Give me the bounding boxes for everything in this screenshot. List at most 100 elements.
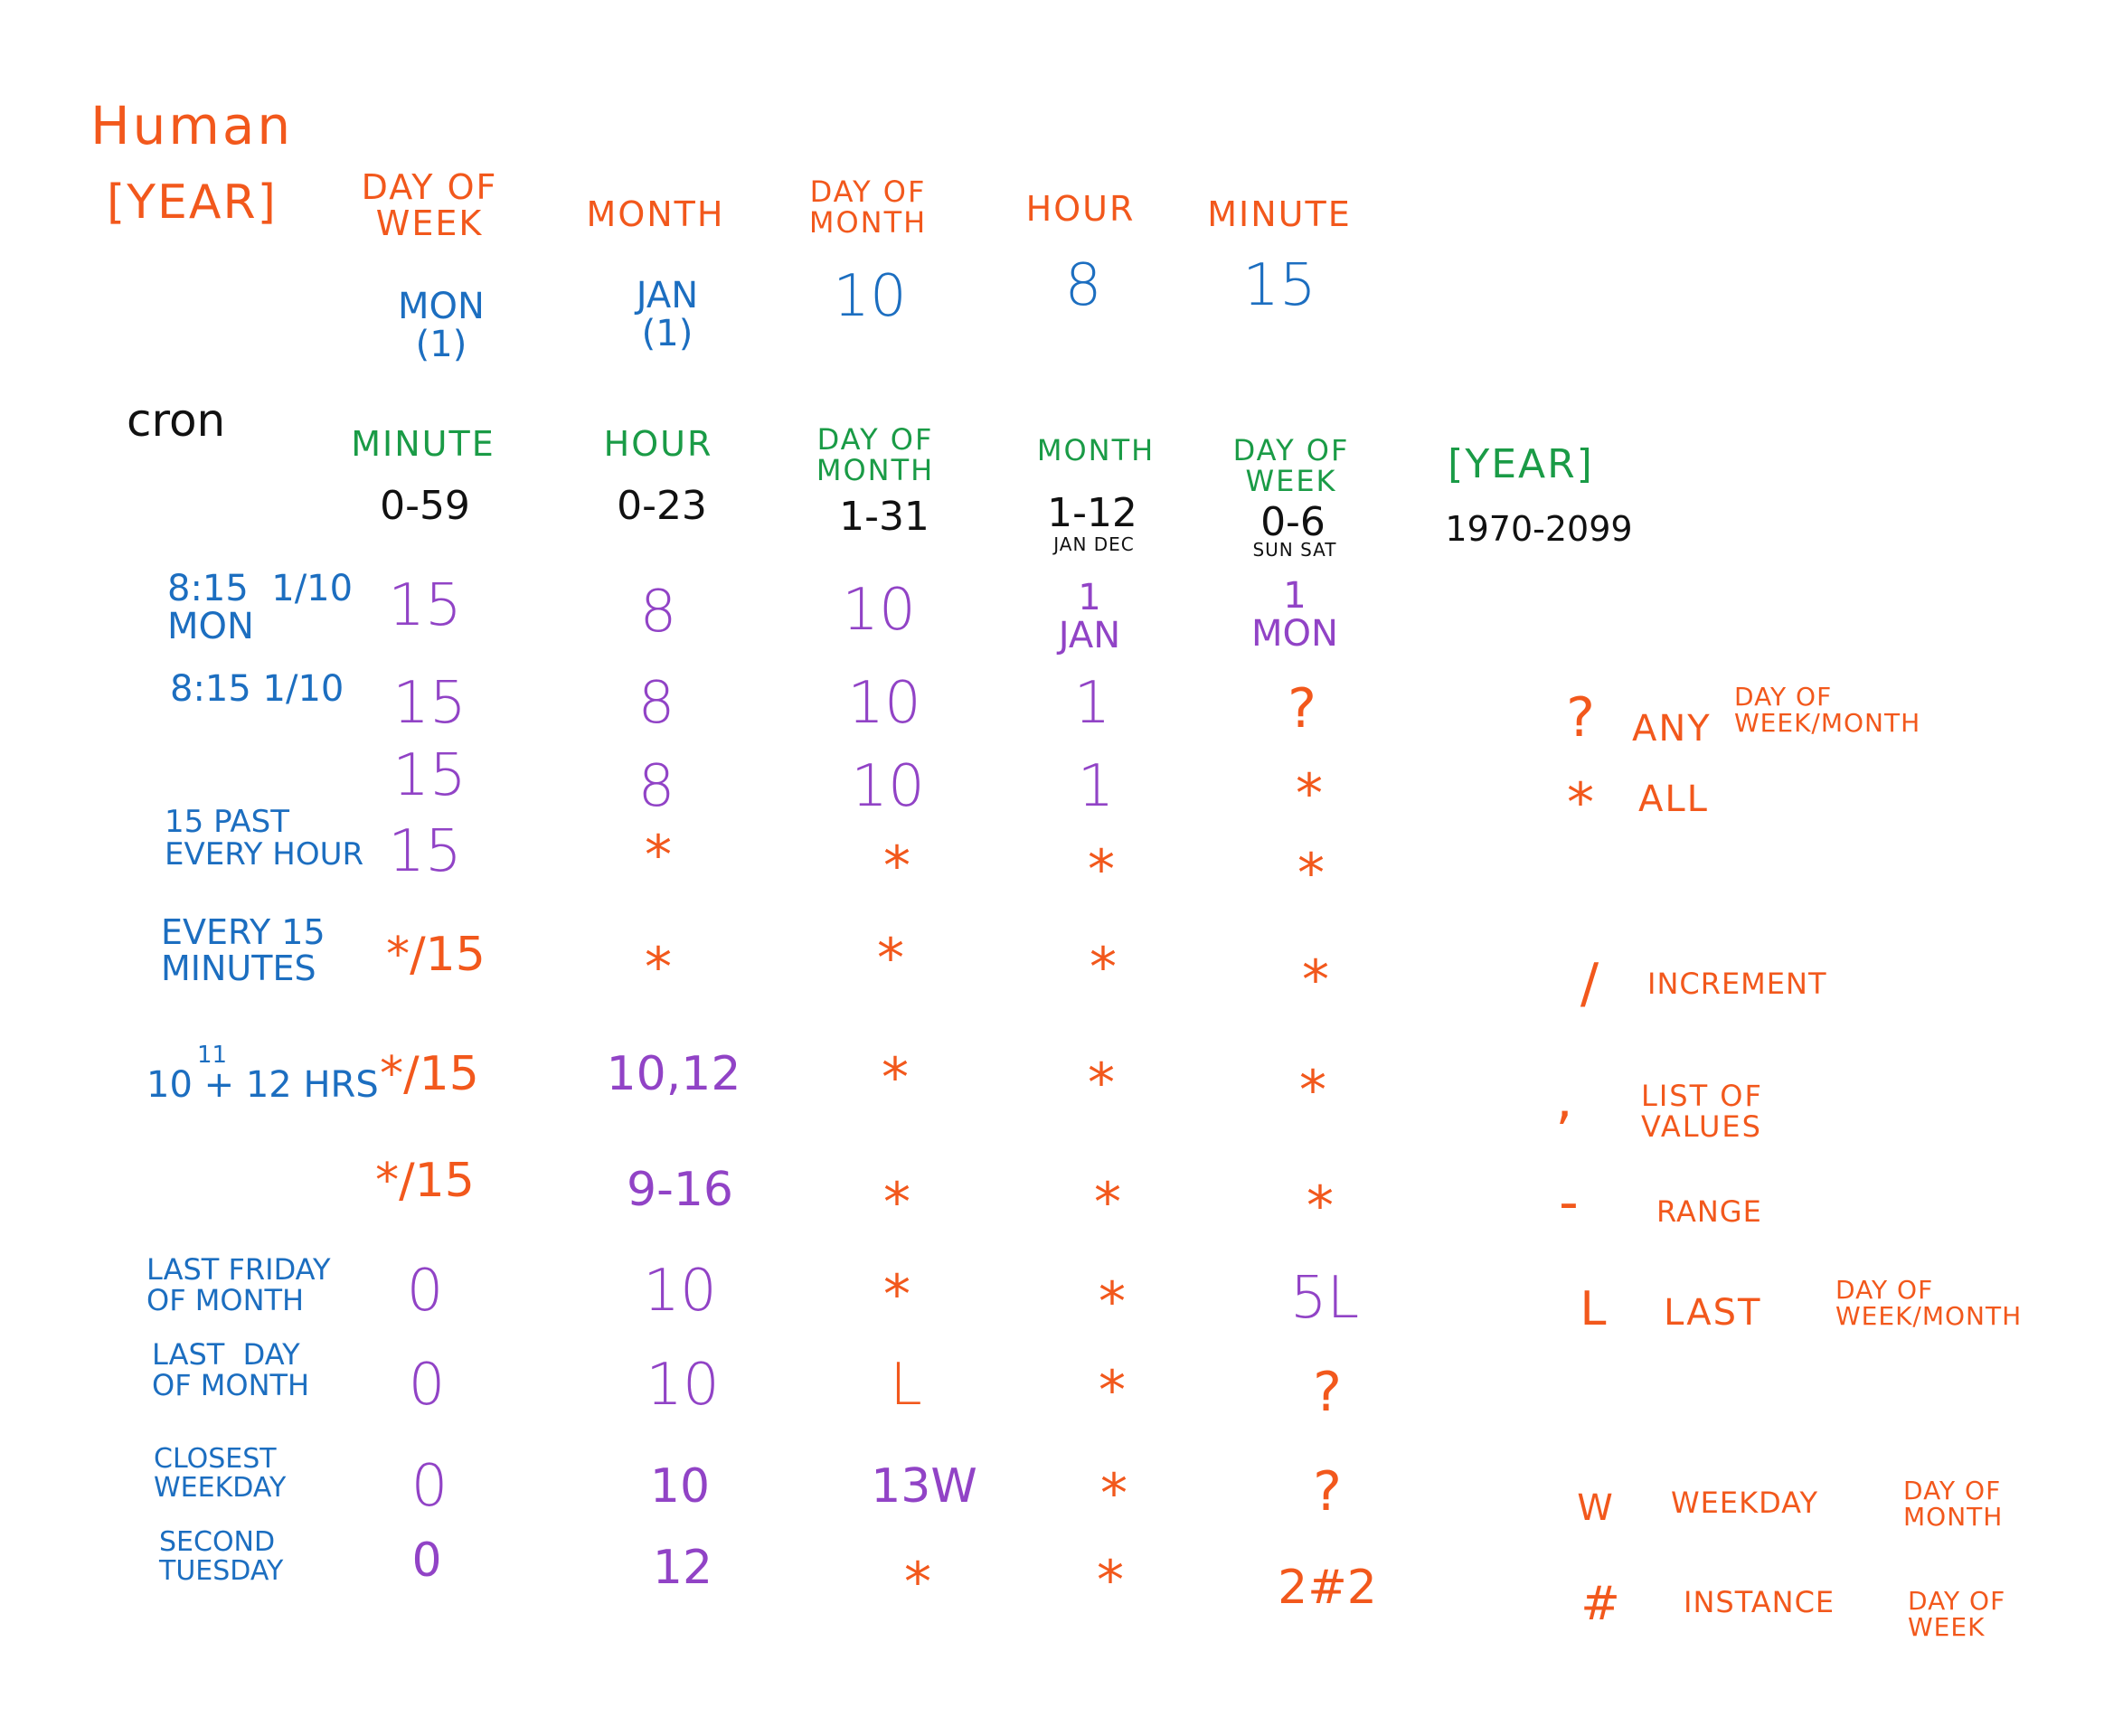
cell-day-of-week: 2#2 xyxy=(1278,1561,1377,1615)
legend-name: RANGE xyxy=(1656,1194,1762,1229)
cron-range-year: 1970-2099 xyxy=(1445,509,1633,549)
cell-hour: * xyxy=(645,824,672,887)
cell-day-of-week: ? xyxy=(1313,1361,1342,1424)
human-header-hour: HOUR xyxy=(1025,189,1136,229)
legend-symbol: / xyxy=(1580,952,1599,1015)
cron-title: cron xyxy=(127,394,226,447)
legend-applies-to: DAY OF WEEK xyxy=(1908,1586,2006,1643)
legend-name: ALL xyxy=(1638,778,1709,820)
cell-day-of-month: L xyxy=(890,1352,922,1419)
cell-day-of-week: ? xyxy=(1288,677,1316,741)
cron-range-day-of-week: 0-6 xyxy=(1260,499,1326,545)
cron-range-day-of-month: 1-31 xyxy=(839,494,929,540)
human-header-day-of-month: DAY OF MONTH xyxy=(808,175,928,240)
cell-hour: * xyxy=(645,936,672,999)
cron-range-month-note: JAN DEC xyxy=(1053,533,1135,555)
cell-month: 1 JAN xyxy=(1058,577,1121,656)
cell-day-of-month: * xyxy=(877,927,904,990)
cell-day-of-week: 5L xyxy=(1289,1265,1360,1332)
row-label: LAST DAY OF MONTH xyxy=(152,1337,310,1402)
cell-day-of-week: * xyxy=(1297,842,1325,905)
cron-range-month: 1-12 xyxy=(1047,490,1137,536)
cell-day-of-month: 13W xyxy=(871,1459,977,1514)
legend-symbol: # xyxy=(1580,1577,1620,1631)
cell-month: * xyxy=(1100,1462,1127,1525)
row-label: SECOND TUESDAY xyxy=(159,1526,284,1587)
cell-month: * xyxy=(1099,1270,1126,1334)
cell-hour: 8 xyxy=(637,670,675,737)
cell-day-of-month: 10 xyxy=(851,753,925,820)
cell-minute: */15 xyxy=(386,928,486,982)
cell-day-of-week: 1 MON xyxy=(1251,575,1338,655)
row-label: 8:15 1/10 MON xyxy=(167,568,354,647)
cell-month: * xyxy=(1094,1171,1121,1234)
cell-minute: 15 xyxy=(392,742,467,809)
cell-day-of-week: * xyxy=(1299,1059,1326,1122)
legend-name: INCREMENT xyxy=(1647,967,1827,1001)
cron-range-minute: 0-59 xyxy=(380,483,470,529)
legend-name: LAST xyxy=(1664,1292,1762,1334)
cell-minute: */15 xyxy=(380,1047,479,1101)
legend-symbol: ? xyxy=(1566,686,1595,750)
row-label: 10 + 12 HRS xyxy=(146,1064,379,1106)
human-value-day-of-month: 10 xyxy=(833,263,907,330)
cell-minute: 15 xyxy=(392,670,467,737)
cell-month: * xyxy=(1088,1052,1115,1115)
human-year-header: [YEAR] xyxy=(107,175,278,230)
cell-hour: 8 xyxy=(639,579,677,646)
cell-day-of-month: * xyxy=(883,1263,910,1326)
cell-month: 1 xyxy=(1077,753,1115,820)
cell-month: * xyxy=(1097,1549,1124,1612)
legend-name: WEEKDAY xyxy=(1671,1486,1819,1520)
legend-symbol: W xyxy=(1577,1487,1615,1529)
cell-hour: 8 xyxy=(637,753,675,820)
row-label: 15 PAST EVERY HOUR xyxy=(165,804,364,873)
cell-day-of-month: * xyxy=(883,1171,910,1234)
row-label: 8:15 1/10 xyxy=(170,668,344,710)
legend-symbol: L xyxy=(1580,1282,1607,1336)
legend-name: ANY xyxy=(1632,708,1712,750)
cell-hour: 9-16 xyxy=(626,1163,734,1217)
cell-hour: 12 xyxy=(652,1541,713,1595)
cell-day-of-month: * xyxy=(883,835,910,898)
human-value-day-of-week: MON (1) xyxy=(398,286,485,365)
cell-minute: 0 xyxy=(410,1453,448,1520)
cell-minute: 15 xyxy=(388,572,462,639)
cell-day-of-week: ? xyxy=(1313,1460,1342,1524)
cell-day-of-month: 10 xyxy=(847,670,921,737)
cell-minute: */15 xyxy=(375,1154,475,1208)
human-value-minute: 15 xyxy=(1242,252,1316,319)
cell-month: * xyxy=(1099,1359,1126,1422)
cell-day-of-week: * xyxy=(1296,762,1323,826)
legend-applies-to: DAY OF MONTH xyxy=(1903,1476,2004,1533)
cron-header-day-of-week: DAY OF WEEK xyxy=(1232,433,1350,498)
cron-range-hour: 0-23 xyxy=(617,483,707,529)
cell-minute: 0 xyxy=(411,1533,442,1588)
cron-header-month: MONTH xyxy=(1036,433,1156,467)
human-value-month: JAN (1) xyxy=(636,275,699,354)
cell-hour: 10 xyxy=(643,1258,717,1325)
cell-day-of-month: * xyxy=(882,1046,909,1109)
cell-day-of-month: 10 xyxy=(842,577,916,644)
legend-applies-to: DAY OF WEEK/MONTH xyxy=(1734,682,1921,739)
human-header-day-of-week: DAY OF WEEK xyxy=(361,167,498,243)
row-label: CLOSEST WEEKDAY xyxy=(154,1443,287,1504)
cell-minute: 15 xyxy=(388,818,462,885)
cell-minute: 0 xyxy=(406,1258,444,1325)
legend-applies-to: DAY OF WEEK/MONTH xyxy=(1835,1275,2023,1332)
human-value-hour: 8 xyxy=(1064,252,1102,319)
human-header-minute: MINUTE xyxy=(1207,194,1352,234)
cron-header-year: [YEAR] xyxy=(1448,441,1594,487)
cell-month: 1 xyxy=(1073,670,1111,737)
cron-range-day-of-week-note: SUN SAT xyxy=(1252,539,1337,561)
cell-hour: 10 xyxy=(649,1459,711,1514)
cell-minute: 0 xyxy=(408,1352,446,1419)
legend-symbol: - xyxy=(1559,1171,1579,1234)
human-header-month: MONTH xyxy=(586,194,725,234)
cell-month: * xyxy=(1090,936,1117,999)
legend-name: LIST OF VALUES xyxy=(1641,1079,1763,1144)
cron-header-day-of-month: DAY OF MONTH xyxy=(816,422,935,487)
cell-hour: 10 xyxy=(646,1352,720,1419)
cell-month: * xyxy=(1088,838,1115,901)
cron-header-hour: HOUR xyxy=(603,424,713,464)
